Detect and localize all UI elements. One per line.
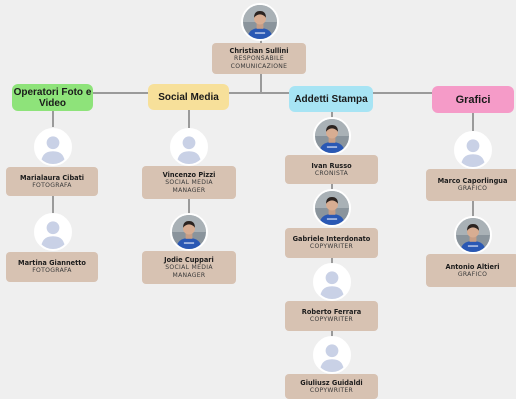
member-card: Giuliusz Guidaldi COPYWRITER xyxy=(285,374,378,399)
person-role: RESPONSABILE COMUNICAZIONE xyxy=(230,55,288,70)
person-name: Antonio Altieri xyxy=(445,262,500,271)
dept-foto-video: Operatori Foto e Video xyxy=(12,84,93,111)
dept-social-media: Social Media xyxy=(148,84,229,110)
member-card: Gabriele Interdonato COPYWRITER xyxy=(285,228,378,258)
connector-line xyxy=(52,110,54,127)
person-role: FOTOGRAFA xyxy=(32,267,72,275)
person-role: GRAFICO xyxy=(457,185,488,193)
connector-line xyxy=(331,258,333,264)
person-role: COPYWRITER xyxy=(309,243,354,251)
person-photo xyxy=(454,216,492,254)
person-name: Ivan Russo xyxy=(311,161,352,170)
member-card: Marco Caporlingua GRAFICO xyxy=(426,169,516,201)
dept-addetti-stampa: Addetti Stampa xyxy=(289,86,373,112)
connector-line xyxy=(331,110,333,118)
member-card: Jodie Cuppari SOCIAL MEDIA MANAGER xyxy=(142,251,236,284)
connector-line xyxy=(331,331,333,337)
person-name: Roberto Ferrara xyxy=(301,308,362,317)
connector-line xyxy=(260,73,262,93)
connector-line xyxy=(188,110,190,128)
placeholder-avatar-icon xyxy=(34,128,72,166)
person-role: FOTOGRAFA xyxy=(32,181,72,189)
dept-label: Operatori Foto e Video xyxy=(13,86,92,109)
person-name: Marco Caporlingua xyxy=(437,177,508,186)
placeholder-avatar-icon xyxy=(454,131,492,169)
dept-label: Addetti Stampa xyxy=(294,93,368,105)
person-name: Gabriele Interdonato xyxy=(292,235,371,244)
placeholder-avatar-icon xyxy=(170,128,208,166)
member-card: Antonio Altieri GRAFICO xyxy=(426,254,516,287)
member-card: Vincenzo Pizzi SOCIAL MEDIA MANAGER xyxy=(142,166,236,199)
connector-line xyxy=(472,201,474,217)
placeholder-avatar-icon xyxy=(313,336,351,374)
connector-line xyxy=(53,92,474,94)
member-card: Ivan Russo CRONISTA xyxy=(285,155,378,184)
person-name: Marialaura Cibati xyxy=(19,173,85,182)
member-card: Roberto Ferrara COPYWRITER xyxy=(285,301,378,331)
top-node-card: Christian Sullini RESPONSABILE COMUNICAZ… xyxy=(212,43,306,74)
person-role: SOCIAL MEDIA MANAGER xyxy=(165,264,213,279)
person-role: CRONISTA xyxy=(314,169,349,177)
placeholder-avatar-icon xyxy=(34,213,72,251)
person-name: Giuliusz Guidaldi xyxy=(300,378,363,387)
person-role: COPYWRITER xyxy=(309,386,354,394)
member-card: Marialaura Cibati FOTOGRAFA xyxy=(6,167,98,196)
person-photo xyxy=(313,189,351,227)
member-card: Martina Giannetto FOTOGRAFA xyxy=(6,252,98,282)
person-photo xyxy=(313,117,351,155)
connector-line xyxy=(331,184,333,190)
person-role: COPYWRITER xyxy=(309,316,354,324)
person-photo xyxy=(241,3,279,41)
person-name: Christian Sullini xyxy=(229,47,289,56)
placeholder-avatar-icon xyxy=(313,263,351,301)
dept-grafici: Grafici xyxy=(432,86,514,113)
dept-label: Social Media xyxy=(158,91,219,103)
person-name: Vincenzo Pizzi xyxy=(162,171,216,180)
person-name: Jodie Cuppari xyxy=(164,256,214,265)
person-role: GRAFICO xyxy=(457,270,488,278)
connector-line xyxy=(472,112,474,131)
dept-label: Grafici xyxy=(455,93,491,106)
person-photo xyxy=(170,213,208,251)
person-role: SOCIAL MEDIA MANAGER xyxy=(165,179,213,194)
connector-line xyxy=(188,199,190,214)
person-name: Martina Giannetto xyxy=(18,259,86,268)
connector-line xyxy=(52,196,54,215)
